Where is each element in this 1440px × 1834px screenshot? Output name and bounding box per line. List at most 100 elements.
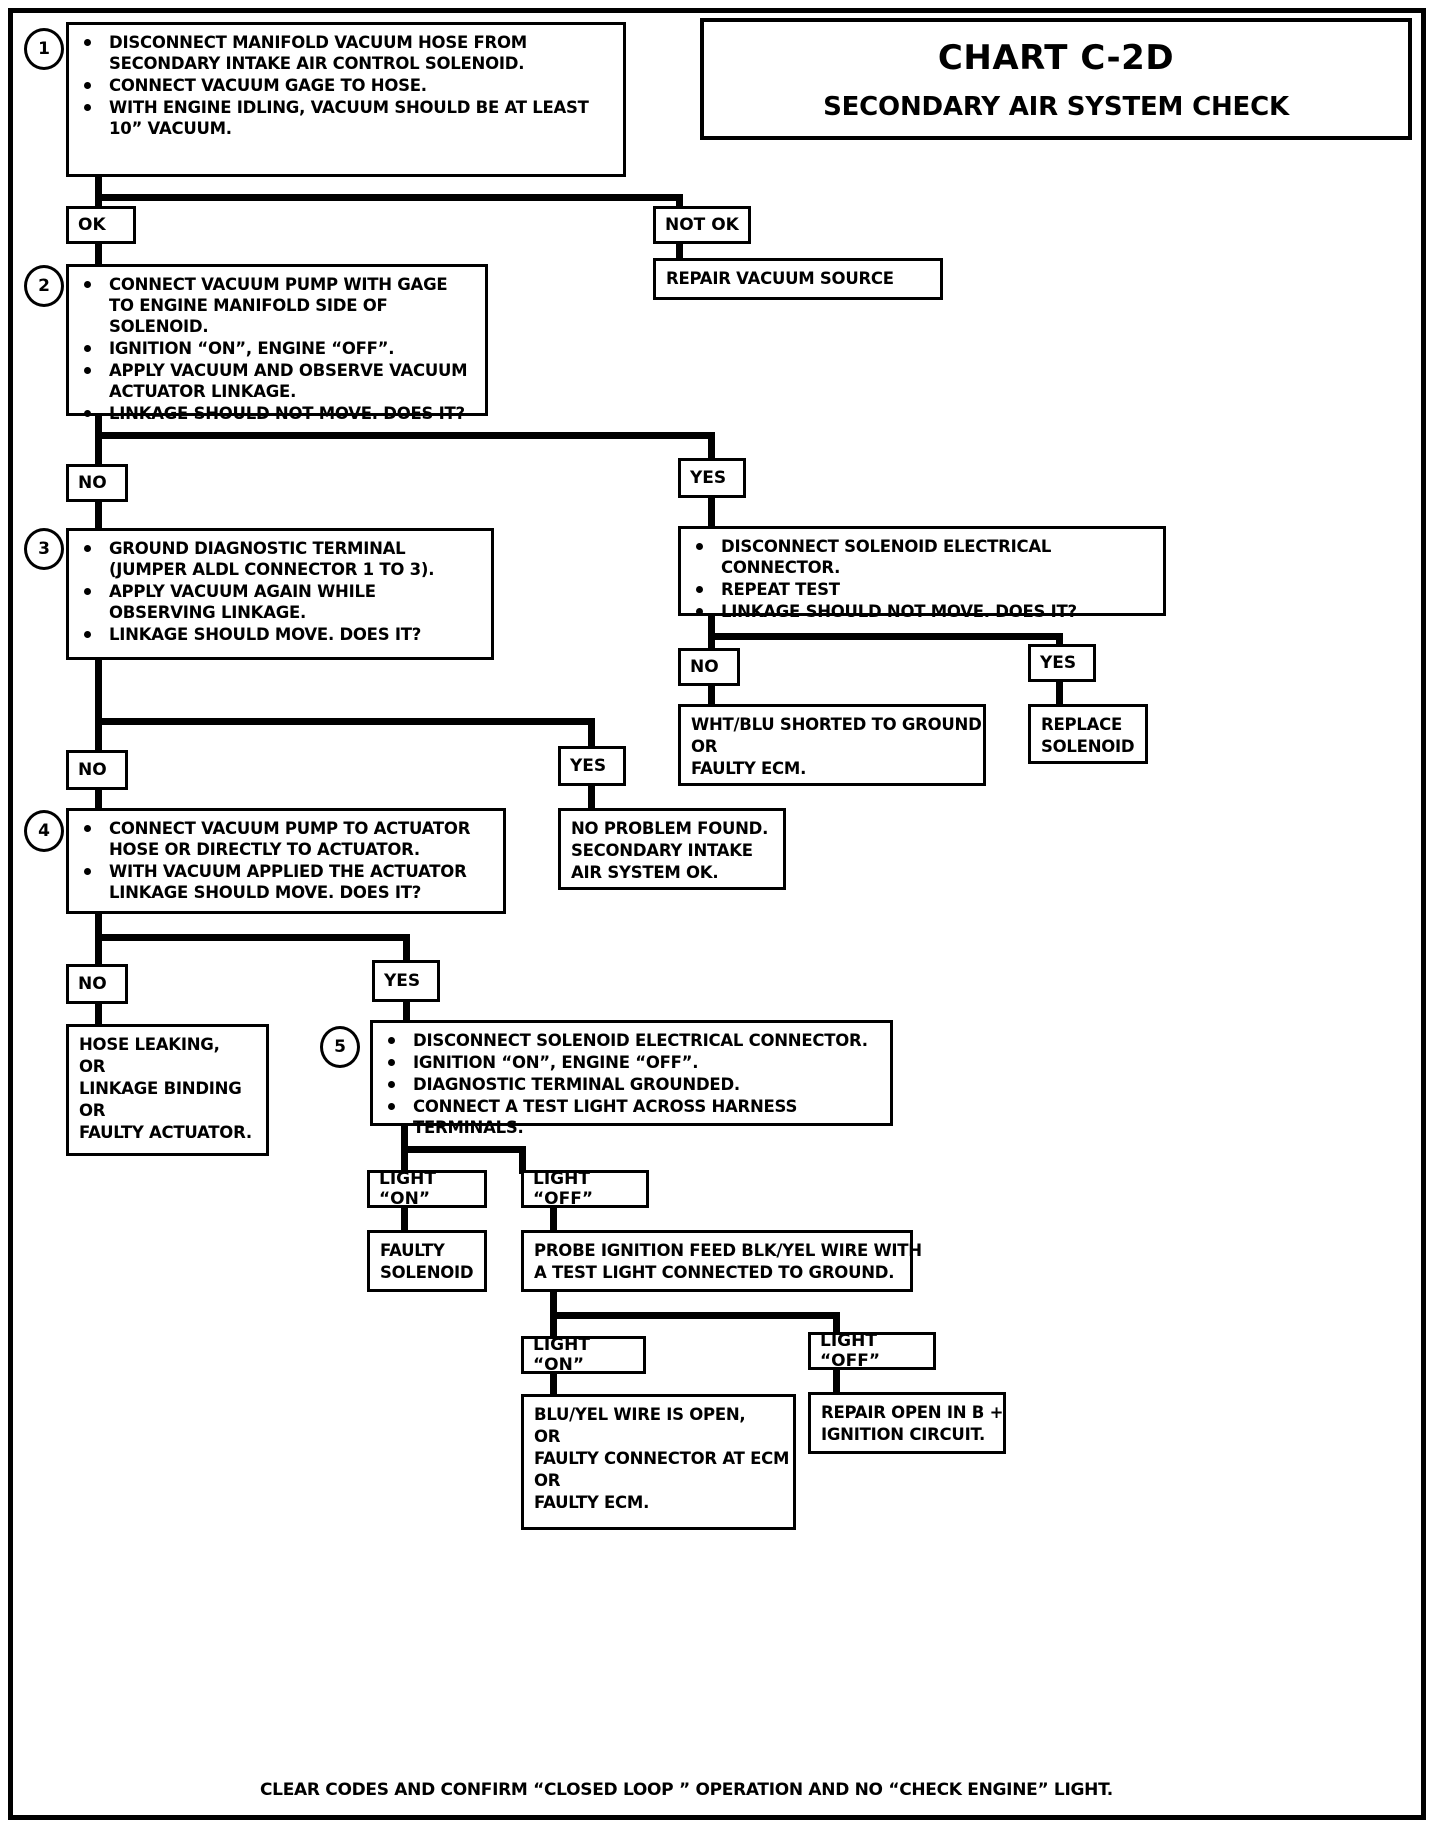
list-item: DISCONNECT MANIFOLD VACUUM HOSE FROM SEC… [79, 32, 613, 74]
step-2-box: CONNECT VACUUM PUMP WITH GAGE TO ENGINE … [66, 264, 488, 423]
list-item: CONNECT VACUUM GAGE TO HOSE. [79, 75, 613, 96]
disconnect-repeat-list: DISCONNECT SOLENOID ELECTRICAL CONNECTOR… [691, 536, 1153, 622]
connector-line [95, 1004, 102, 1026]
result-line: WHT/BLU SHORTED TO GROUND [691, 715, 982, 734]
branch-label-no-4: NO [66, 964, 128, 1004]
result-line: HOSE LEAKING, [79, 1035, 220, 1054]
branch-label-not-ok: NOT OK [653, 206, 751, 244]
result-repair-vacuum-source: REPAIR VACUUM SOURCE [653, 258, 943, 300]
result-blu-yel-open: BLU/YEL WIRE IS OPEN, OR FAULTY CONNECTO… [521, 1394, 796, 1530]
connector-line [95, 914, 102, 972]
step-number-5: 5 [320, 1026, 360, 1068]
result-wht-blu-shorted: WHT/BLU SHORTED TO GROUND OR FAULTY ECM. [678, 704, 986, 786]
connector-line [588, 718, 595, 750]
result-line: FAULTY ACTUATOR. [79, 1123, 252, 1142]
result-replace-solenoid: REPLACE SOLENOID [1028, 704, 1148, 764]
result-text: REPLACE SOLENOID [1041, 714, 1135, 758]
result-line: LINKAGE BINDING [79, 1079, 242, 1098]
chart-id: CHART C-2D [937, 38, 1175, 78]
branch-label-yes-2: YES [1028, 644, 1096, 682]
result-line: REPAIR VACUUM SOURCE [666, 269, 894, 288]
result-line: BLU/YEL WIRE IS OPEN, [534, 1405, 746, 1424]
result-line: IGNITION CIRCUIT. [821, 1425, 985, 1444]
result-line: SOLENOID [1041, 737, 1135, 756]
step-4-list: CONNECT VACUUM PUMP TO ACTUATOR HOSE OR … [79, 818, 493, 903]
footer-note: CLEAR CODES AND CONFIRM “CLOSED LOOP ” O… [260, 1780, 1113, 1800]
list-item: LINKAGE SHOULD NOT MOVE. DOES IT? [691, 601, 1153, 622]
connector-line [403, 934, 410, 966]
result-line: SOLENOID [380, 1263, 474, 1282]
connector-line [95, 416, 102, 471]
connector-line [833, 1370, 840, 1394]
connector-line [550, 1374, 557, 1396]
list-item: REPEAT TEST [691, 579, 1153, 600]
branch-label-ok: OK [66, 206, 136, 244]
step-2-list: CONNECT VACUUM PUMP WITH GAGE TO ENGINE … [79, 274, 475, 424]
result-text: PROBE IGNITION FEED BLK/YEL WIRE WITH A … [534, 1240, 922, 1284]
result-line: REPAIR OPEN IN B + [821, 1403, 1004, 1422]
branch-label-light-off-1: LIGHT “OFF” [521, 1169, 649, 1209]
step-1-list: DISCONNECT MANIFOLD VACUUM HOSE FROM SEC… [79, 32, 613, 139]
result-text: REPAIR OPEN IN B + IGNITION CIRCUIT. [821, 1402, 1004, 1446]
result-text: WHT/BLU SHORTED TO GROUND OR FAULTY ECM. [691, 714, 982, 780]
result-line: FAULTY ECM. [691, 759, 807, 778]
branch-label-yes-1: YES [678, 458, 746, 498]
step-number-4: 4 [24, 810, 64, 852]
result-no-problem-found: NO PROBLEM FOUND. SECONDARY INTAKE AIR S… [558, 808, 786, 890]
result-line: NO PROBLEM FOUND. [571, 819, 769, 838]
disconnect-repeat-box: DISCONNECT SOLENOID ELECTRICAL CONNECTOR… [678, 526, 1166, 621]
result-text: REPAIR VACUUM SOURCE [666, 268, 930, 290]
connector-line [95, 660, 102, 756]
result-line: FAULTY CONNECTOR AT ECM [534, 1449, 790, 1468]
step-1-box: DISCONNECT MANIFOLD VACUUM HOSE FROM SEC… [66, 22, 626, 177]
result-line: OR [79, 1057, 106, 1076]
result-faulty-solenoid: FAULTY SOLENOID [367, 1230, 487, 1292]
result-line: A TEST LIGHT CONNECTED TO GROUND. [534, 1263, 895, 1282]
result-line: SECONDARY INTAKE [571, 841, 753, 860]
result-repair-open-b-plus: REPAIR OPEN IN B + IGNITION CIRCUIT. [808, 1392, 1006, 1454]
connector-line [95, 194, 683, 201]
result-line: FAULTY [380, 1241, 445, 1260]
result-line: OR [534, 1471, 561, 1490]
result-line: AIR SYSTEM OK. [571, 863, 719, 882]
connector-line [550, 1312, 840, 1319]
connector-line [550, 1208, 557, 1232]
branch-label-no-1: NO [66, 464, 128, 502]
connector-line [588, 786, 595, 810]
chart-title-block: CHART C-2D SECONDARY AIR SYSTEM CHECK [700, 18, 1412, 140]
branch-label-light-on-1: LIGHT “ON” [367, 1169, 487, 1209]
branch-label-yes-4: YES [372, 960, 440, 1002]
list-item: WITH ENGINE IDLING, VACUUM SHOULD BE AT … [79, 97, 613, 139]
connector-line [401, 1146, 526, 1153]
list-item: APPLY VACUUM AND OBSERVE VACUUM ACTUATOR… [79, 360, 475, 402]
page-title: SECONDARY AIR SYSTEM CHECK [823, 92, 1289, 122]
branch-label-no-3: NO [66, 750, 128, 790]
step-number-1: 1 [24, 28, 64, 70]
list-item: CONNECT VACUUM PUMP TO ACTUATOR HOSE OR … [79, 818, 493, 860]
connector-line [95, 432, 715, 439]
result-line: OR [691, 737, 718, 756]
step-3-box: GROUND DIAGNOSTIC TERMINAL (JUMPER ALDL … [66, 528, 494, 660]
connector-line [519, 1146, 526, 1174]
step-5-list: DISCONNECT SOLENOID ELECTRICAL CONNECTOR… [383, 1030, 880, 1138]
connector-line [403, 1002, 410, 1026]
connector-line [401, 1208, 408, 1232]
list-item: GROUND DIAGNOSTIC TERMINAL (JUMPER ALDL … [79, 538, 481, 580]
branch-label-no-2: NO [678, 648, 740, 686]
list-item: IGNITION “ON”, ENGINE “OFF”. [383, 1052, 880, 1073]
list-item: CONNECT VACUUM PUMP WITH GAGE TO ENGINE … [79, 274, 475, 337]
result-line: PROBE IGNITION FEED BLK/YEL WIRE WITH [534, 1241, 922, 1260]
result-line: FAULTY ECM. [534, 1493, 650, 1512]
connector-line [95, 718, 595, 725]
connector-line [95, 790, 102, 812]
result-text: HOSE LEAKING, OR LINKAGE BINDING OR FAUL… [79, 1034, 256, 1144]
step-4-box: CONNECT VACUUM PUMP TO ACTUATOR HOSE OR … [66, 808, 506, 914]
result-line: OR [534, 1427, 561, 1446]
connector-line [95, 244, 102, 268]
branch-label-light-off-2: LIGHT “OFF” [808, 1331, 936, 1371]
step-number-3: 3 [24, 528, 64, 570]
step-5-box: DISCONNECT SOLENOID ELECTRICAL CONNECTOR… [370, 1020, 893, 1137]
result-text: NO PROBLEM FOUND. SECONDARY INTAKE AIR S… [571, 818, 773, 884]
connector-line [708, 633, 1063, 640]
